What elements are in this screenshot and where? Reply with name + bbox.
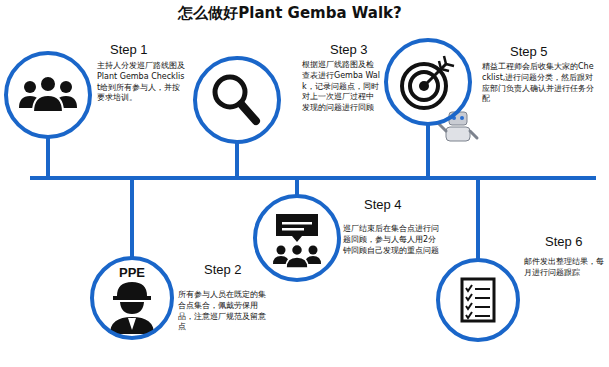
meeting-icon	[273, 214, 321, 268]
ppe-label: PPE	[112, 265, 152, 280]
timeline-stem	[426, 124, 430, 178]
timeline-stem	[295, 178, 299, 196]
step-heading: Step 6	[545, 234, 583, 249]
circle-outline	[251, 192, 343, 284]
step-description: 所有参与人员在既定的集合点集合，佩戴劳保用品，注意巡厂规范及留意点	[178, 290, 268, 333]
step-description: 精益工程师会后收集大家的Checklist,进行问题分类，然后跟对应部门负责人确…	[482, 62, 594, 105]
step-circle: Step 1主持人分发巡厂路线图及Plant Gemba Checklist给到…	[6, 53, 90, 137]
timeline-stem	[476, 178, 480, 260]
magnifier-icon	[215, 77, 256, 121]
target-icon	[402, 56, 454, 108]
timeline-bar	[30, 176, 596, 180]
step-description: 主持人分发巡厂路线图及Plant Gemba Checklist给到所有参与人，…	[97, 61, 185, 104]
step-circle: Step 6邮件发出整理结果，每月进行问题跟踪	[438, 260, 518, 340]
step-circle: Step 3根据巡厂线路图及检查表进行Gemba Walk，记录问题点，同时对上…	[195, 58, 279, 142]
checklist-icon	[462, 279, 494, 321]
circle-outline	[434, 256, 522, 344]
step-heading: Step 5	[510, 44, 548, 59]
step-heading: Step 1	[110, 42, 148, 57]
circle-outline	[382, 36, 474, 128]
people-icon	[19, 76, 77, 112]
circle-outline	[191, 54, 283, 146]
step-heading: Step 2	[204, 262, 242, 277]
step-heading: Step 3	[330, 42, 368, 57]
step-circle: PPEStep 2所有参与人员在既定的集合点集合，佩戴劳保用品，注意巡厂规范及留…	[92, 258, 172, 338]
timeline-stem	[235, 142, 239, 178]
timeline-stem	[130, 178, 134, 258]
circle-outline	[2, 49, 94, 141]
step-heading: Step 4	[364, 197, 402, 212]
step-circle: Step 4巡厂结束后在集合点进行问题回顾，参与人每人用2分钟回顾自己发现的重点…	[255, 196, 339, 280]
robot-figure	[438, 112, 477, 141]
hardhat-worker-icon	[110, 282, 154, 334]
diagram-title: 怎么做好Plant Gemba Walk?	[0, 4, 580, 23]
step-description: 根据巡厂线路图及检查表进行Gemba Walk，记录问题点，同时对上一次巡厂过程…	[302, 60, 380, 114]
step-circle: Step 5精益工程师会后收集大家的Checklist,进行问题分类，然后跟对应…	[386, 40, 470, 124]
step-description: 巡厂结束后在集合点进行问题回顾，参与人每人用2分钟回顾自己发现的重点问题	[343, 224, 443, 256]
step-description: 邮件发出整理结果，每月进行问题跟踪	[524, 257, 604, 279]
timeline-stem	[46, 137, 50, 178]
